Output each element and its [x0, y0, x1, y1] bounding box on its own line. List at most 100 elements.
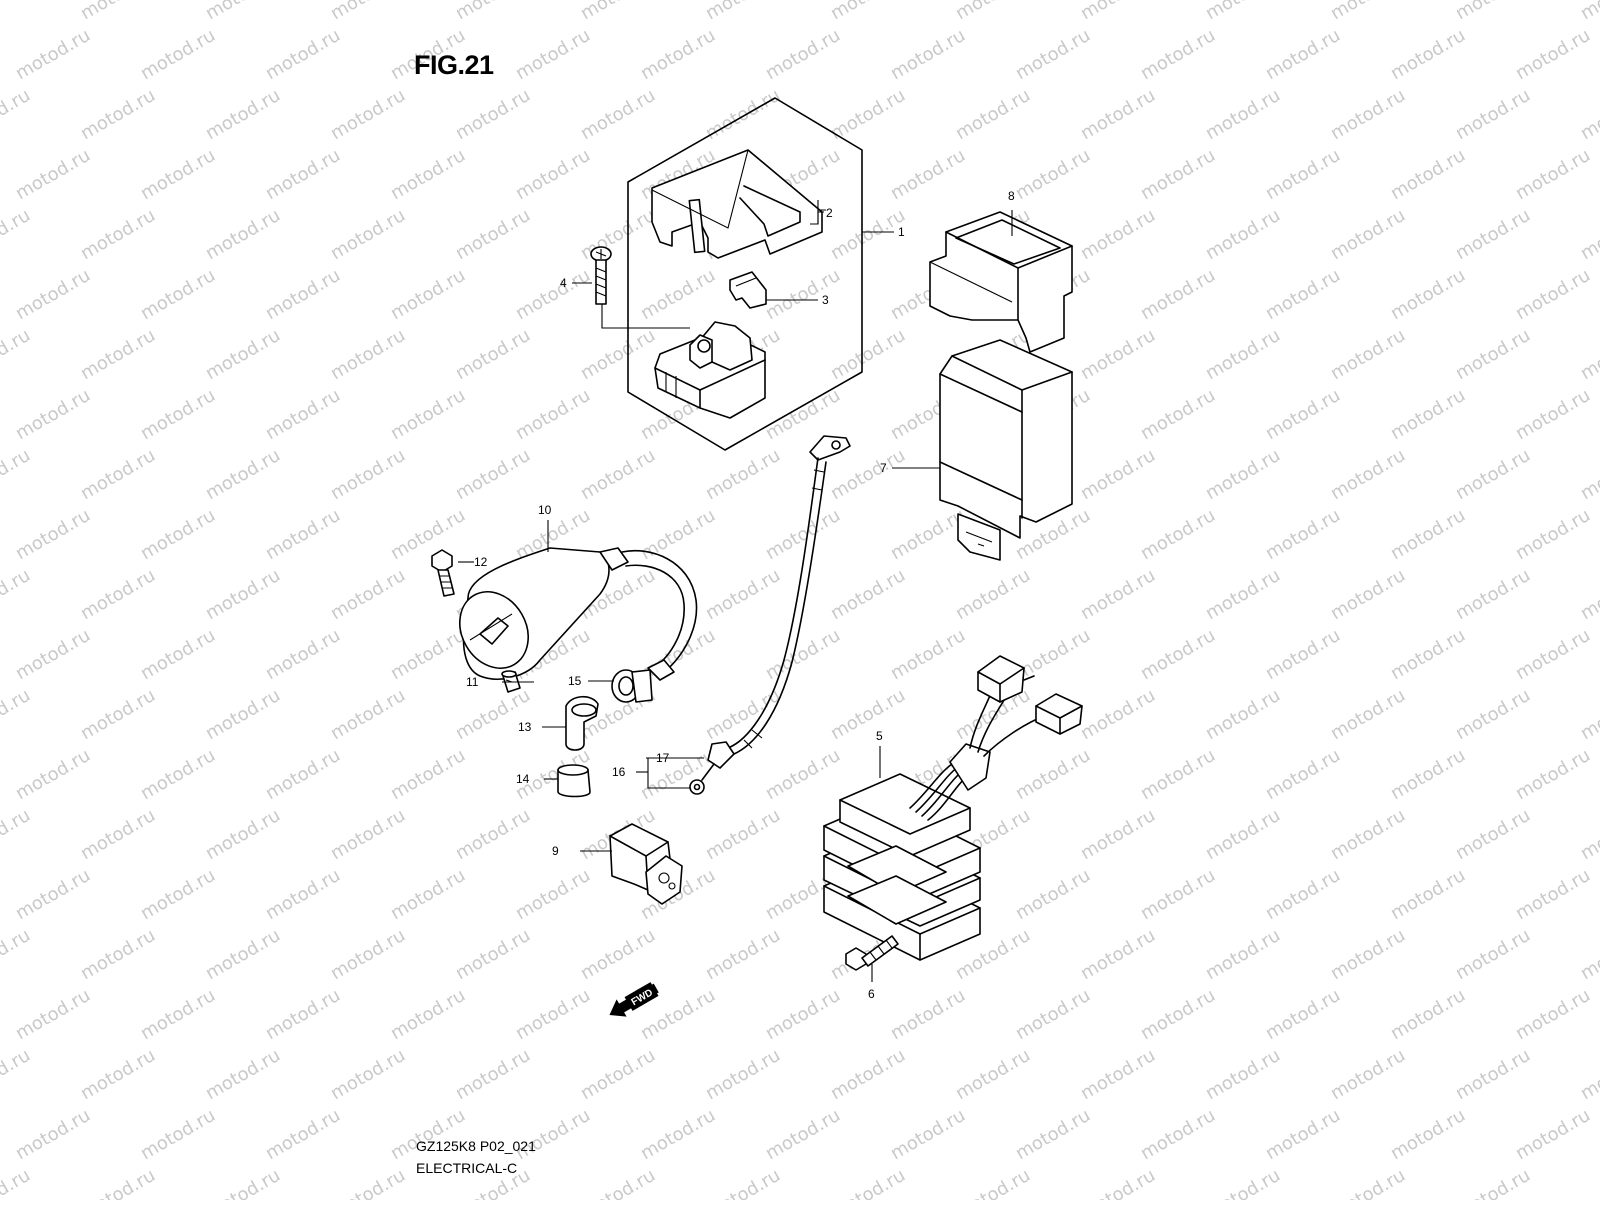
callout-3: 3 — [822, 293, 829, 307]
watermark-text: motod.ru — [452, 0, 534, 24]
watermark-text: motod.ru — [1077, 85, 1159, 144]
watermark-text: motod.ru — [1077, 205, 1159, 264]
watermark-text: motod.ru — [77, 0, 159, 24]
watermark-text: motod.ru — [387, 745, 469, 804]
watermark-text: motod.ru — [1577, 325, 1600, 384]
callout-6: 6 — [868, 987, 875, 1001]
watermark-text: motod.ru — [327, 445, 409, 504]
watermark-text: motod.ru — [202, 925, 284, 984]
watermark-text: motod.ru — [77, 565, 159, 624]
watermark-text: motod.ru — [1262, 25, 1344, 84]
watermark-text: motod.ru — [12, 625, 94, 684]
watermark-text: motod.ru — [637, 265, 719, 324]
watermark-text: motod.ru — [1577, 205, 1600, 264]
watermark-text: motod.ru — [512, 265, 594, 324]
watermark-text: motod.ru — [1387, 865, 1469, 924]
watermark-text: motod.ru — [0, 85, 34, 144]
watermark-text: motod.ru — [1012, 625, 1094, 684]
watermark-text: motod.ru — [327, 85, 409, 144]
watermark-text: motod.ru — [327, 805, 409, 864]
watermark-text: motod.ru — [1327, 925, 1409, 984]
watermark-text: motod.ru — [327, 1165, 409, 1200]
watermark-text: motod.ru — [1202, 565, 1284, 624]
watermark-text: motod.ru — [452, 205, 534, 264]
watermark-text: motod.ru — [387, 385, 469, 444]
watermark-text: motod.ru — [1387, 145, 1469, 204]
watermark-text: motod.ru — [1137, 625, 1219, 684]
watermark-text: motod.ru — [1327, 445, 1409, 504]
watermark-text: motod.ru — [12, 745, 94, 804]
watermark-text: motod.ru — [12, 505, 94, 564]
watermark-text: motod.ru — [327, 0, 409, 24]
watermark-text: motod.ru — [577, 0, 659, 24]
watermark-text: motod.ru — [1452, 85, 1534, 144]
callout-11: 11 — [466, 675, 479, 689]
watermark-text: motod.ru — [1577, 85, 1600, 144]
watermark-text: motod.ru — [327, 325, 409, 384]
watermark-text: motod.ru — [577, 205, 659, 264]
watermark-text: motod.ru — [137, 1105, 219, 1164]
watermark-text: motod.ru — [1202, 685, 1284, 744]
watermark-text: motod.ru — [1387, 625, 1469, 684]
watermark-text: motod.ru — [452, 445, 534, 504]
watermark-text: motod.ru — [762, 385, 844, 444]
watermark-text: motod.ru — [1202, 445, 1284, 504]
watermark-text: motod.ru — [262, 265, 344, 324]
part-15-seal — [611, 669, 653, 703]
watermark-text: motod.ru — [1577, 1165, 1600, 1200]
watermark-text: motod.ru — [1327, 805, 1409, 864]
part-6-bolt — [845, 935, 899, 971]
watermark-text: motod.ru — [952, 85, 1034, 144]
watermark-text: motod.ru — [202, 1165, 284, 1200]
watermark-text: motod.ru — [1077, 1165, 1159, 1200]
callout-12: 12 — [474, 555, 488, 569]
watermark-text: motod.ru — [762, 265, 844, 324]
callout-15: 15 — [568, 674, 582, 688]
watermark-text: motod.ru — [202, 325, 284, 384]
watermark-text: motod.ru — [202, 0, 284, 24]
part-16-ground-cable — [689, 435, 851, 795]
watermark-text: motod.ru — [827, 445, 909, 504]
watermark-text: motod.ru — [1077, 1045, 1159, 1104]
watermark-text: motod.ru — [1577, 805, 1600, 864]
watermark-text: motod.ru — [577, 445, 659, 504]
watermark-text: motod.ru — [1327, 325, 1409, 384]
watermark-text: motod.ru — [1387, 745, 1469, 804]
watermark-text: motod.ru — [1202, 0, 1284, 24]
watermark-text: motod.ru — [0, 685, 34, 744]
watermark-text: motod.ru — [1512, 745, 1594, 804]
watermark-text: motod.ru — [77, 445, 159, 504]
watermark-text: motod.ru — [1512, 265, 1594, 324]
watermark-text: motod.ru — [262, 25, 344, 84]
watermark-text: motod.ru — [1452, 805, 1534, 864]
callout-8: 8 — [1008, 189, 1015, 203]
callout-14: 14 — [516, 772, 530, 786]
watermark-text: motod.ru — [1077, 805, 1159, 864]
watermark-text: motod.ru — [1262, 865, 1344, 924]
watermark-text: motod.ru — [1512, 985, 1594, 1044]
watermark-text: motod.ru — [387, 145, 469, 204]
watermark-text: motod.ru — [1387, 25, 1469, 84]
watermark-text: motod.ru — [0, 925, 34, 984]
watermark-text: motod.ru — [1512, 505, 1594, 564]
watermark-text: motod.ru — [1387, 385, 1469, 444]
watermark-text: motod.ru — [452, 925, 534, 984]
watermark-text: motod.ru — [512, 865, 594, 924]
watermark-text: motod.ru — [1077, 685, 1159, 744]
watermark-text: motod.ru — [387, 265, 469, 324]
watermark-text: motod.ru — [1387, 985, 1469, 1044]
watermark-text: motod.ru — [262, 985, 344, 1044]
watermark-text: motod.ru — [137, 625, 219, 684]
watermark-text: motod.ru — [1512, 145, 1594, 204]
watermark-text: motod.ru — [202, 565, 284, 624]
watermark-text: motod.ru — [1452, 925, 1534, 984]
starter-relay-body — [654, 321, 766, 419]
watermark-text: motod.ru — [0, 805, 34, 864]
callout-7: 7 — [880, 461, 887, 475]
watermark-text: motod.ru — [327, 1045, 409, 1104]
watermark-text: motod.ru — [1327, 0, 1409, 24]
watermark-text: motod.ru — [1202, 325, 1284, 384]
